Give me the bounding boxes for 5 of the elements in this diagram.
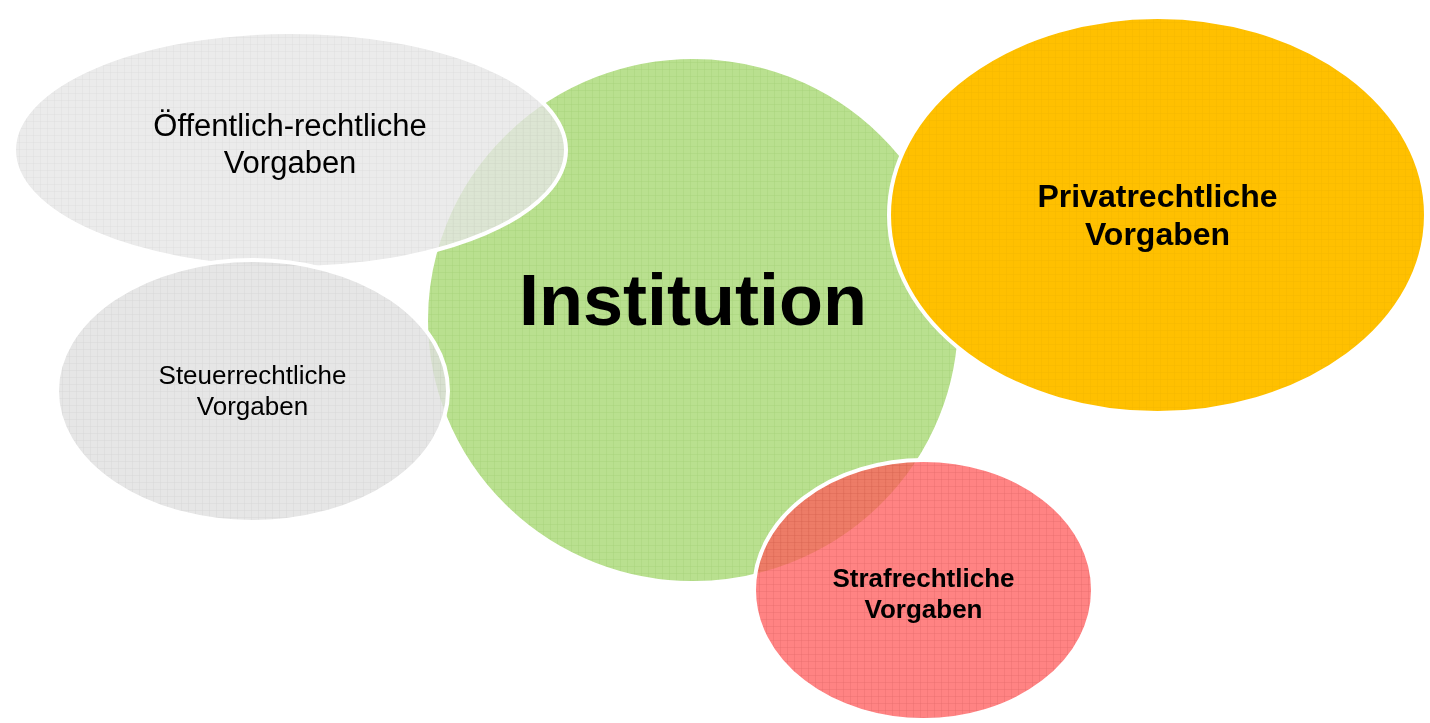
- node-label: Öffentlich-rechtliche Vorgaben: [152, 106, 428, 182]
- node-label: Institution: [519, 258, 867, 342]
- node-label: Steuerrechtliche Vorgaben: [157, 359, 348, 423]
- node-label: Strafrechtliche Vorgaben: [831, 562, 1016, 626]
- node-label: Privatrechtliche Vorgaben: [1036, 176, 1279, 254]
